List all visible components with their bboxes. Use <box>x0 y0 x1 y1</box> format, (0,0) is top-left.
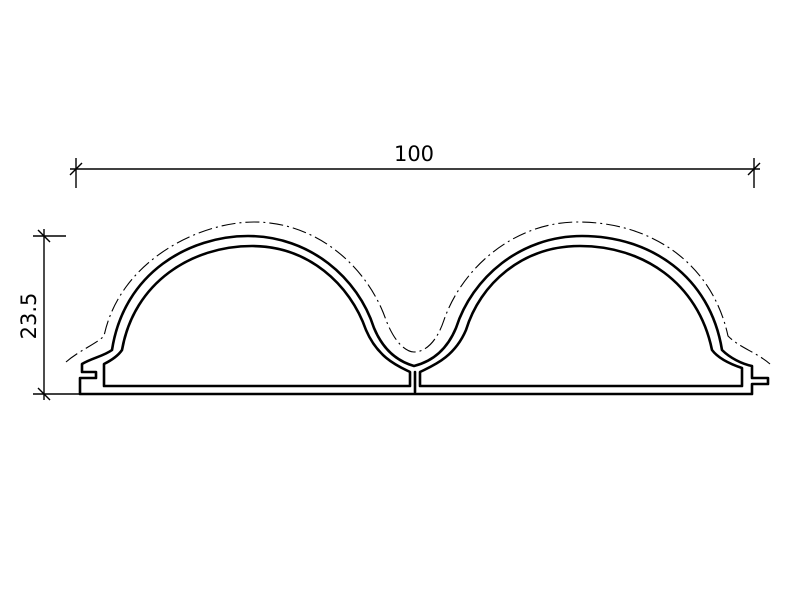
height-dimension: 23.5 <box>17 229 92 401</box>
right-chamber-outline <box>418 244 744 388</box>
width-tick-left <box>69 162 83 176</box>
outer-contour-line <box>65 221 771 365</box>
height-label: 23.5 <box>17 293 41 340</box>
profile-outer-outline <box>78 234 770 396</box>
left-chamber-outline <box>102 244 412 388</box>
width-tick-right <box>747 162 761 176</box>
width-dimension: 100 <box>69 142 761 188</box>
height-tick-bottom <box>37 387 51 401</box>
width-label: 100 <box>394 142 434 166</box>
height-tick-top <box>37 229 51 243</box>
